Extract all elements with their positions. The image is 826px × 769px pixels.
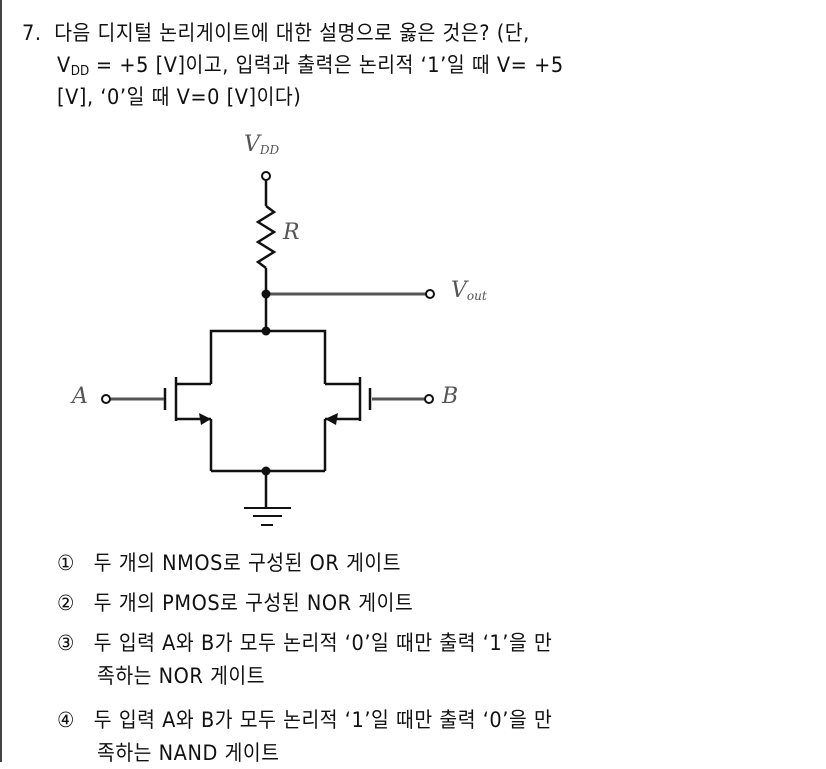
option-3-text: 두 입력 A와 B가 모두 논리적 ‘0’일 때만 출력 ‘1’을 만	[93, 631, 553, 655]
vdd-subscript: DD	[70, 64, 90, 79]
question-line-2: VDD = +5 [V]이고, 입력과 출력은 논리적 ‘1’일 때 V= +5	[57, 49, 564, 88]
nmos-transistor-a-icon	[101, 377, 213, 471]
option-2[interactable]: ② 두 개의 PMOS로 구성된 NOR 게이트	[57, 587, 413, 619]
nmos-nor-circuit-diagram	[101, 171, 435, 526]
vdd-label-text: V	[244, 132, 260, 157]
option-1-text: 두 개의 NMOS로 구성된 OR 게이트	[93, 551, 402, 575]
vdd-terminal-icon	[261, 171, 271, 181]
question-text-1: 다음 디지털 논리게이트에 대한 설명으로 옳은 것은? (단,	[54, 21, 530, 45]
vout-label-sub: out	[466, 289, 487, 303]
question-line-1: 7. 다음 디지털 논리게이트에 대한 설명으로 옳은 것은? (단,	[22, 17, 530, 49]
nmos-transistor-b-icon	[323, 377, 434, 471]
option-3-mark: ③	[57, 631, 75, 655]
option-3-continuation: 족하는 NOR 게이트	[97, 660, 265, 692]
ground-icon	[244, 507, 291, 526]
option-2-text: 두 개의 PMOS로 구성된 NOR 게이트	[93, 591, 414, 615]
vout-terminal-icon	[425, 289, 435, 299]
question-text-2: = +5 [V]이고, 입력과 출력은 논리적 ‘1’일 때 V= +5	[89, 53, 564, 77]
vout-label-text: V	[451, 278, 467, 303]
option-4-continuation: 족하는 NAND 게이트	[97, 737, 280, 769]
option-4-continuation-text: 족하는 NAND 게이트	[97, 741, 280, 765]
option-4-mark: ④	[57, 708, 75, 732]
option-4-text: 두 입력 A와 B가 모두 논리적 ‘1’일 때만 출력 ‘0’을 만	[93, 708, 553, 732]
input-b-label: B	[442, 384, 458, 409]
input-a-label-text: A	[72, 384, 88, 409]
resistor-label-text: R	[283, 220, 300, 245]
option-3-continuation-text: 족하는 NOR 게이트	[97, 664, 266, 688]
question-number: 7.	[22, 21, 42, 45]
question-line-3: [V], ‘0’일 때 V=0 [V]이다)	[57, 81, 301, 113]
input-b-label-text: B	[442, 384, 459, 409]
vdd-symbol: V	[57, 53, 71, 77]
junction-dot-icon	[261, 466, 271, 476]
option-2-mark: ②	[57, 591, 75, 615]
junction-dot-icon	[261, 326, 271, 336]
option-4[interactable]: ④ 두 입력 A와 B가 모두 논리적 ‘1’일 때만 출력 ‘0’을 만	[57, 704, 552, 736]
question-text-3: [V], ‘0’일 때 V=0 [V]이다)	[57, 85, 302, 109]
option-1-mark: ①	[57, 551, 75, 575]
option-1[interactable]: ① 두 개의 NMOS로 구성된 OR 게이트	[57, 547, 401, 579]
junction-dot-icon	[261, 289, 271, 299]
resistor-label: R	[283, 220, 300, 245]
vdd-label: VDD	[244, 132, 279, 157]
vout-label: Vout	[451, 278, 487, 303]
resistor-icon	[255, 205, 277, 269]
vdd-label-sub: DD	[259, 143, 280, 157]
input-a-label: A	[72, 384, 88, 409]
option-3[interactable]: ③ 두 입력 A와 B가 모두 논리적 ‘0’일 때만 출력 ‘1’을 만	[57, 627, 552, 659]
